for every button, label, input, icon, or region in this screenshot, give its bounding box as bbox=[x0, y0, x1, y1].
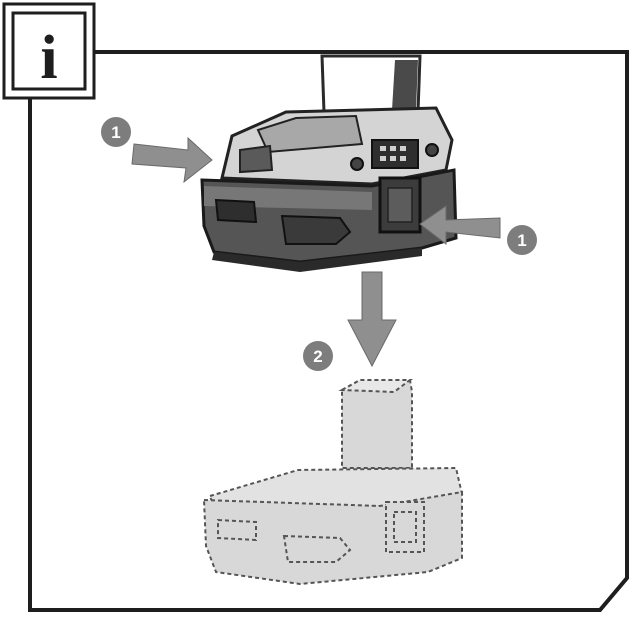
callout-press-left-label: 1 bbox=[111, 123, 120, 142]
tool-contact-panel bbox=[371, 139, 419, 169]
arrow-left bbox=[419, 205, 501, 246]
arrow-down bbox=[347, 271, 397, 368]
battery-grip-left bbox=[217, 518, 257, 542]
tool-grip-right bbox=[280, 214, 352, 245]
battery-stem-top bbox=[338, 379, 413, 394]
battery-stem bbox=[341, 379, 413, 469]
tool-handle-shading bbox=[392, 60, 418, 110]
callout-press-left: 1 bbox=[101, 117, 131, 147]
frame-border bbox=[28, 50, 629, 612]
battery-grip-right bbox=[282, 534, 352, 563]
tool-bottom-edge bbox=[212, 248, 422, 272]
callout-pull-down: 2 bbox=[303, 341, 333, 371]
battery-pack bbox=[202, 379, 464, 586]
tool-latch bbox=[239, 144, 274, 174]
callout-press-right-label: 1 bbox=[517, 231, 526, 250]
info-icon: i bbox=[2, 2, 96, 100]
info-icon-glyph: i bbox=[40, 24, 57, 92]
callout-press-right: 1 bbox=[507, 225, 537, 255]
arrow-right bbox=[131, 136, 213, 184]
callout-pull-down-label: 2 bbox=[313, 347, 322, 366]
power-tool bbox=[200, 54, 458, 272]
battery-latch bbox=[385, 501, 425, 553]
tool-screw-left bbox=[350, 157, 364, 171]
tool-grip-left bbox=[214, 198, 258, 224]
tool-screw-right bbox=[425, 143, 439, 157]
